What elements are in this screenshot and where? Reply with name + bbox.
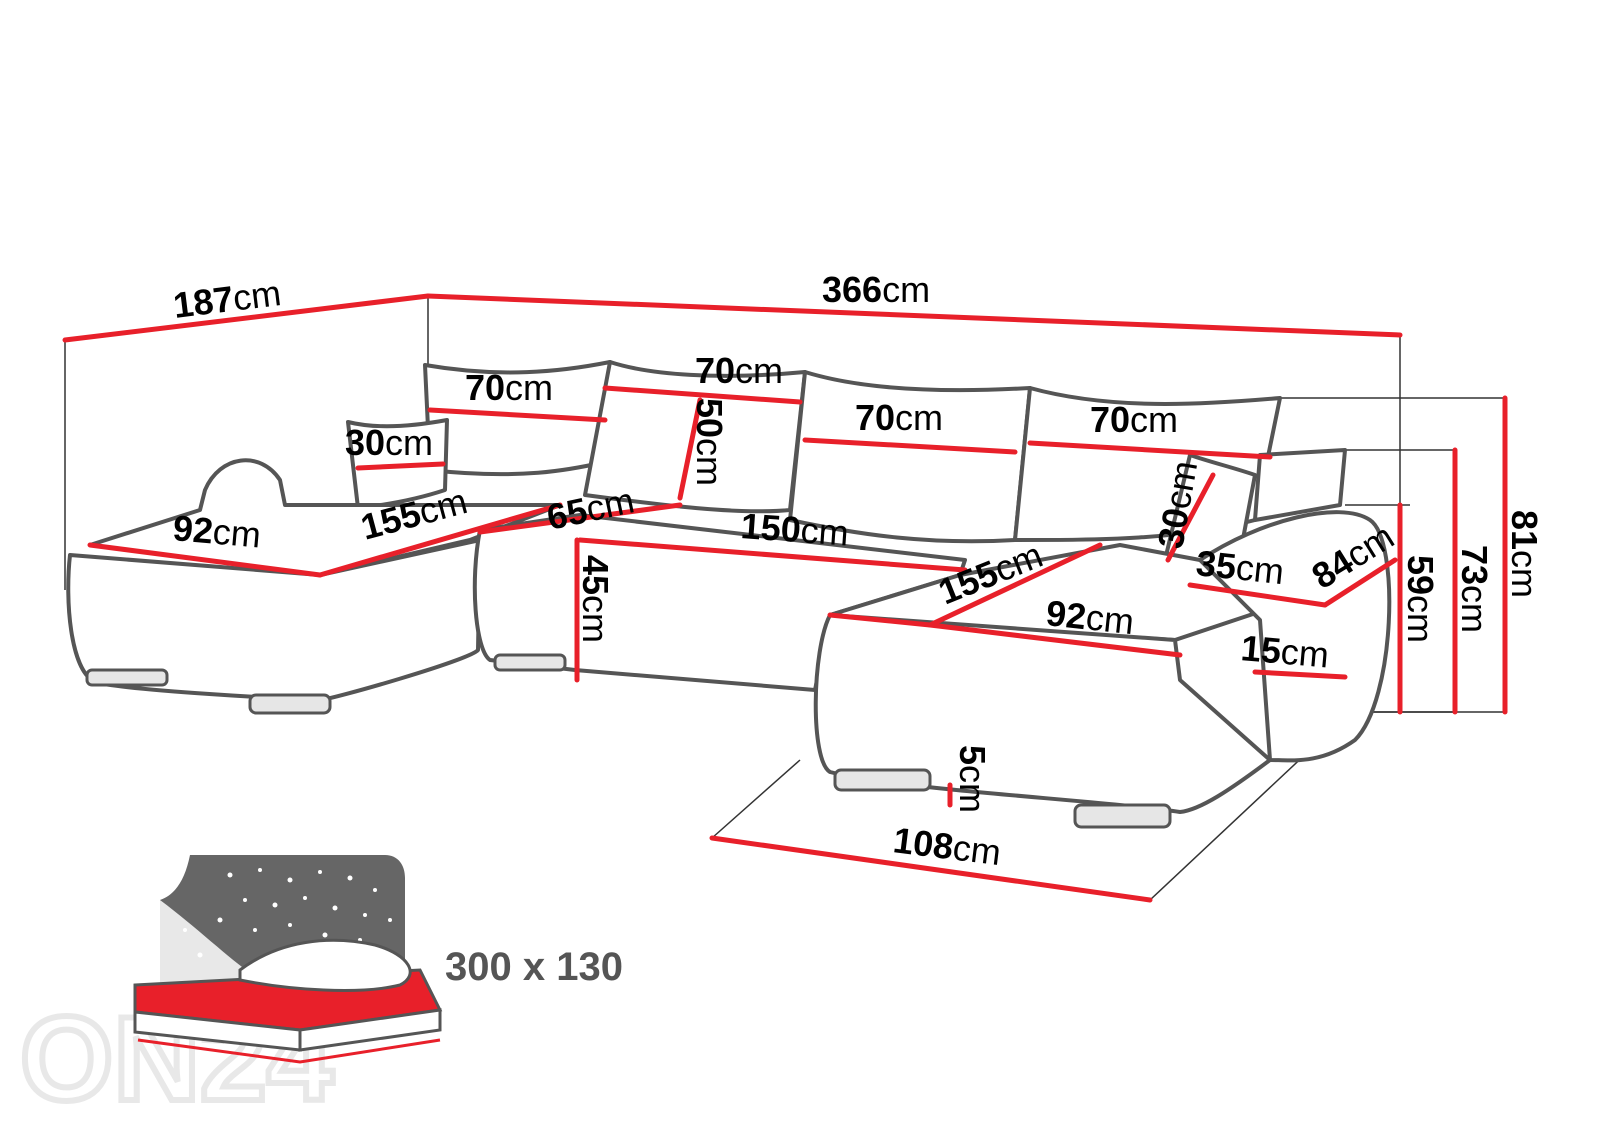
label-chaise-right-footprint: 108cm xyxy=(891,819,1003,873)
label-middle-seat-width: 150cm xyxy=(739,505,850,553)
label-armrest-height: 15cm xyxy=(1239,627,1330,676)
label-cushion-1: 70cm xyxy=(465,367,553,408)
bed-size-label: 300 x 130 xyxy=(445,945,623,989)
right-chaise-front xyxy=(813,613,1272,814)
label-small-pillow-right: 30cm xyxy=(1150,458,1206,552)
label-armrest-width: 35cm xyxy=(1194,542,1286,592)
dimension-labels: 187cm 366cm 70cm 70cm 70cm 70cm 50cm 30c… xyxy=(171,269,1545,873)
right-armrest xyxy=(1198,510,1392,763)
pillow-icon xyxy=(238,938,412,992)
left-chaise-front xyxy=(66,538,482,702)
bed-icon: 300 x 130 xyxy=(133,855,623,1064)
label-seat-height: 45cm xyxy=(575,555,616,643)
foot-3 xyxy=(493,653,567,672)
label-seat-depth: 65cm xyxy=(543,479,638,537)
label-cushion-2: 70cm xyxy=(695,350,783,391)
label-leg-height: 5cm xyxy=(952,745,993,813)
foot-1 xyxy=(85,668,169,687)
label-depth-left: 187cm xyxy=(171,272,283,326)
foot-4 xyxy=(833,768,932,792)
label-cushion-4: 70cm xyxy=(1090,399,1178,440)
label-height-total: 81cm xyxy=(1504,510,1545,598)
dimension-lines xyxy=(62,293,1508,903)
foot-2 xyxy=(248,693,332,715)
label-height-armrest: 59cm xyxy=(1400,555,1441,643)
label-chaise-right-width: 92cm xyxy=(1044,592,1136,642)
label-small-pillow-left: 30cm xyxy=(345,422,433,463)
label-height-back: 73cm xyxy=(1454,545,1495,633)
label-cushion-3: 70cm xyxy=(855,397,943,438)
label-chaise-left-width: 92cm xyxy=(171,507,262,556)
stars-icon xyxy=(183,868,392,958)
label-total-width: 366cm xyxy=(822,269,930,310)
right-back-end xyxy=(1253,448,1347,522)
foot-5 xyxy=(1073,803,1172,829)
label-cushion-height: 50cm xyxy=(689,398,730,486)
